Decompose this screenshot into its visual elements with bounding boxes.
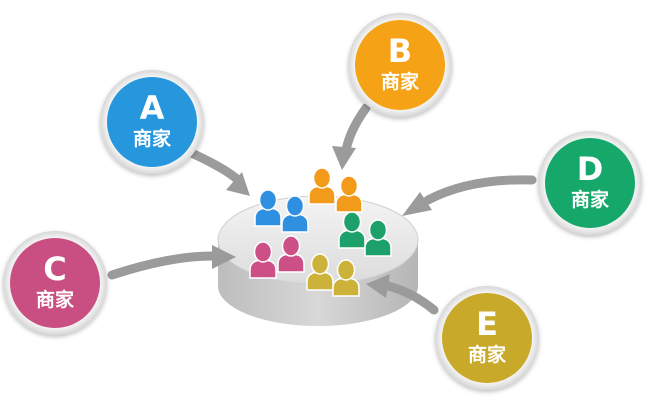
merchant-b-letter: B bbox=[388, 32, 412, 70]
merchant-node-a-circle bbox=[107, 77, 197, 167]
person-icon bbox=[332, 259, 360, 297]
person-icon bbox=[308, 167, 336, 205]
merchant-node-d[interactable]: D 商家 bbox=[538, 131, 642, 235]
merchant-a-label: 商家 bbox=[133, 127, 172, 150]
merchant-e-label: 商家 bbox=[468, 343, 507, 366]
person-icon bbox=[335, 175, 363, 213]
merchant-node-e[interactable]: E 商家 bbox=[435, 286, 539, 390]
merchant-a-letter: A bbox=[140, 89, 165, 127]
arrowhead-c bbox=[212, 245, 236, 269]
customer-group bbox=[249, 167, 392, 297]
merchant-node-d-circle bbox=[545, 138, 635, 228]
merchant-node-a[interactable]: A 商家 bbox=[100, 70, 204, 174]
merchant-c-label: 商家 bbox=[36, 288, 75, 311]
arrow-from-b bbox=[341, 103, 371, 155]
merchant-b-label: 商家 bbox=[381, 70, 420, 93]
merchant-node-e-circle bbox=[442, 293, 532, 383]
arrow-from-d bbox=[423, 175, 537, 205]
arrow-from-e bbox=[383, 281, 439, 315]
merchant-d-letter: D bbox=[577, 150, 604, 188]
merchant-node-b[interactable]: B 商家 bbox=[348, 13, 452, 117]
merchant-c-letter: C bbox=[43, 250, 66, 288]
person-icon bbox=[338, 211, 366, 249]
person-icon bbox=[254, 189, 282, 227]
merchant-e-letter: E bbox=[476, 305, 498, 343]
person-icon bbox=[281, 195, 309, 233]
merchant-node-c-circle bbox=[10, 238, 100, 328]
person-icon bbox=[364, 219, 392, 257]
arrowhead-d bbox=[402, 192, 432, 216]
arrowhead-a bbox=[226, 172, 250, 196]
merchant-d-label: 商家 bbox=[571, 188, 610, 211]
person-icon bbox=[306, 253, 334, 291]
person-icon bbox=[249, 241, 277, 279]
merchant-node-c[interactable]: C 商家 bbox=[3, 231, 107, 335]
arrowhead-e bbox=[366, 274, 390, 298]
merchant-node-b-circle bbox=[355, 20, 445, 110]
arrow-from-c bbox=[107, 251, 217, 280]
arrows bbox=[107, 103, 537, 315]
arrowhead-b bbox=[332, 146, 356, 170]
person-icon bbox=[277, 235, 305, 273]
arrow-from-a bbox=[180, 145, 243, 185]
